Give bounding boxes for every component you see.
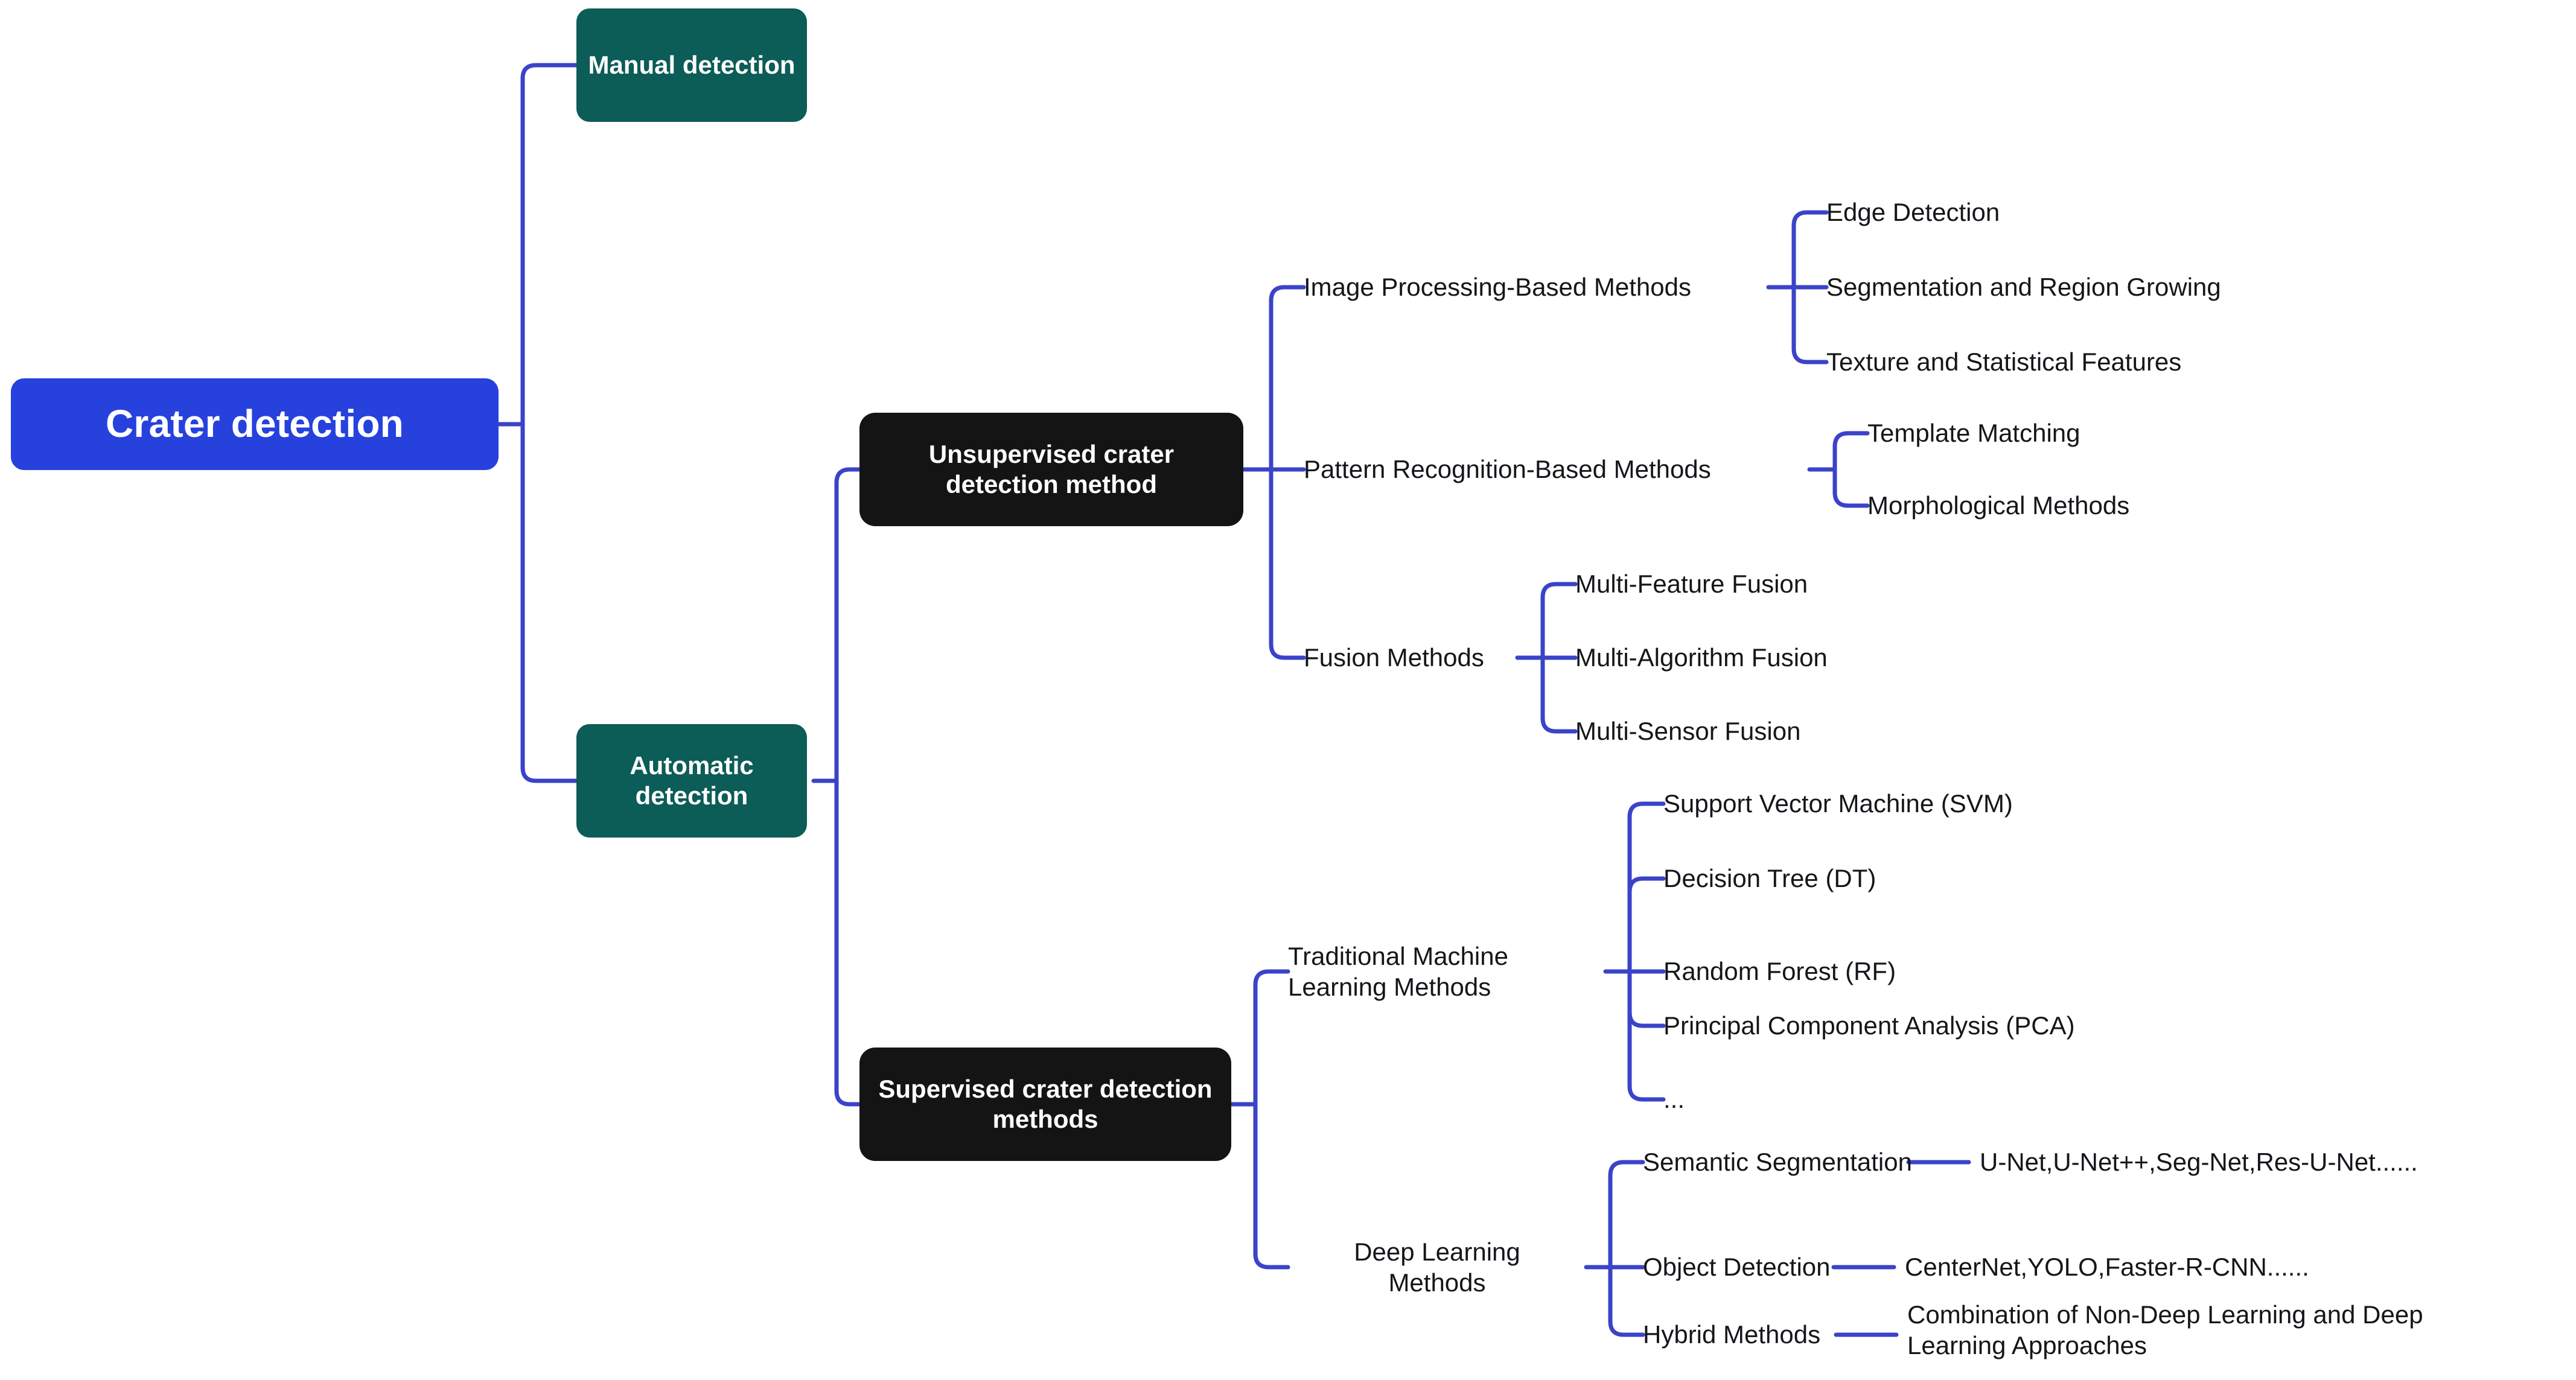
- node-supervised-label: Supervised crater detection methods: [878, 1075, 1213, 1133]
- node-object-detection-models[interactable]: CenterNet,YOLO,Faster-R-CNN......: [1905, 1245, 2484, 1289]
- node-template-matching-label: Template Matching: [1867, 419, 2080, 448]
- node-object-detection-label: Object Detection: [1643, 1253, 1831, 1282]
- node-texture-and-statistical-features[interactable]: Texture and Statistical Features: [1826, 340, 2333, 384]
- node-object-detection-models-label: CenterNet,YOLO,Faster-R-CNN......: [1905, 1253, 2309, 1282]
- node-image-processing-label: Image Processing-Based Methods: [1304, 273, 1691, 302]
- link-unsup-fusion: [1269, 467, 1306, 660]
- node-texture-statistical-label: Texture and Statistical Features: [1826, 348, 2182, 377]
- node-random-forest[interactable]: Random Forest (RF): [1663, 950, 1965, 993]
- node-fusion-methods-label: Fusion Methods: [1304, 643, 1484, 672]
- link-fusion-sensor: [1540, 655, 1578, 734]
- node-hybrid-methods[interactable]: Hybrid Methods: [1643, 1313, 1896, 1356]
- link-tradml-ellipsis: [1627, 969, 1666, 1102]
- link-fusion-feature: [1540, 582, 1578, 660]
- link-sup-deep: [1253, 1102, 1290, 1270]
- node-hybrid-methods-description-label: Combination of Non-Deep Learning and Dee…: [1907, 1300, 2423, 1359]
- node-morphological-methods[interactable]: Morphological Methods: [1867, 484, 2242, 527]
- root-node-crater-detection[interactable]: Crater detection: [11, 378, 499, 470]
- link-automatic-supervised: [834, 778, 879, 1107]
- node-edge-detection[interactable]: Edge Detection: [1826, 191, 2164, 234]
- node-traditional-machine-learning-methods[interactable]: Traditional Machine Learning Methods: [1288, 916, 1614, 1027]
- node-manual-detection-label: Manual detection: [588, 51, 795, 80]
- link-deep-semantic: [1608, 1160, 1645, 1270]
- link-imageproc-texture: [1791, 285, 1829, 364]
- link-unsup-imageproc: [1269, 285, 1306, 472]
- link-tradml-dt: [1627, 876, 1666, 974]
- node-semantic-segmentation[interactable]: Semantic Segmentation: [1643, 1140, 2005, 1184]
- node-hybrid-methods-label: Hybrid Methods: [1643, 1320, 1821, 1349]
- node-pattern-recognition-based-methods[interactable]: Pattern Recognition-Based Methods: [1304, 448, 1823, 491]
- node-traditional-ml-label: Traditional Machine Learning Methods: [1288, 941, 1508, 1001]
- link-pattern-morph: [1832, 467, 1870, 508]
- node-more-ellipsis-label: ...: [1663, 1085, 1685, 1114]
- node-image-processing-based-methods[interactable]: Image Processing-Based Methods: [1304, 266, 1781, 309]
- node-multi-sensor-fusion-label: Multi-Sensor Fusion: [1575, 717, 1801, 746]
- link-automatic-unsupervised: [834, 467, 879, 783]
- node-segmentation-label: Segmentation and Region Growing: [1826, 273, 2221, 302]
- node-semantic-segmentation-label: Semantic Segmentation: [1643, 1148, 1912, 1177]
- node-multi-algorithm-fusion[interactable]: Multi-Algorithm Fusion: [1575, 636, 1962, 679]
- node-semantic-segmentation-models[interactable]: U-Net,U-Net++,Seg-Net,Res-U-Net......: [1980, 1140, 2576, 1184]
- link-tradml-pca: [1627, 969, 1666, 1028]
- node-random-forest-label: Random Forest (RF): [1663, 957, 1896, 986]
- node-decision-tree-label: Decision Tree (DT): [1663, 864, 1876, 893]
- node-multi-algorithm-fusion-label: Multi-Algorithm Fusion: [1575, 643, 1828, 672]
- link-deep-hybrid: [1608, 1265, 1645, 1337]
- node-decision-tree[interactable]: Decision Tree (DT): [1663, 857, 1965, 900]
- node-segmentation-and-region-growing[interactable]: Segmentation and Region Growing: [1826, 266, 2345, 309]
- node-fusion-methods[interactable]: Fusion Methods: [1304, 636, 1545, 679]
- node-unsupervised-crater-detection-method[interactable]: Unsupervised crater detection method: [859, 413, 1243, 526]
- node-principal-component-analysis[interactable]: Principal Component Analysis (PCA): [1663, 1004, 2182, 1048]
- node-automatic-detection[interactable]: Automatic detection: [576, 724, 807, 838]
- node-supervised-crater-detection-methods[interactable]: Supervised crater detection methods: [859, 1048, 1231, 1161]
- node-unsupervised-label: Unsupervised crater detection method: [928, 440, 1175, 498]
- node-deep-learning-label: Deep Learning Methods: [1354, 1237, 1520, 1297]
- link-sup-traditional: [1253, 969, 1290, 1107]
- node-multi-sensor-fusion[interactable]: Multi-Sensor Fusion: [1575, 710, 1937, 753]
- node-semantic-segmentation-models-label: U-Net,U-Net++,Seg-Net,Res-U-Net......: [1980, 1148, 2418, 1177]
- node-multi-feature-fusion[interactable]: Multi-Feature Fusion: [1575, 562, 1937, 606]
- node-hybrid-methods-description[interactable]: Combination of Non-Deep Learning and Dee…: [1907, 1282, 2571, 1378]
- node-object-detection[interactable]: Object Detection: [1643, 1245, 1921, 1289]
- node-template-matching[interactable]: Template Matching: [1867, 412, 2205, 455]
- link-root-automatic: [520, 422, 579, 783]
- link-tradml-svm: [1627, 801, 1666, 974]
- link-root-manual: [520, 63, 579, 427]
- node-svm-label: Support Vector Machine (SVM): [1663, 789, 2013, 818]
- node-automatic-detection-label: Automatic detection: [630, 751, 754, 810]
- link-imageproc-edge: [1791, 210, 1829, 290]
- node-more-ellipsis[interactable]: ...: [1663, 1078, 1784, 1121]
- node-edge-detection-label: Edge Detection: [1826, 198, 2000, 227]
- node-pattern-recognition-label: Pattern Recognition-Based Methods: [1304, 455, 1711, 484]
- node-multi-feature-fusion-label: Multi-Feature Fusion: [1575, 570, 1808, 599]
- link-pattern-template: [1832, 431, 1870, 472]
- node-morphological-methods-label: Morphological Methods: [1867, 491, 2130, 520]
- node-manual-detection[interactable]: Manual detection: [576, 8, 807, 122]
- root-node-label: Crater detection: [106, 402, 404, 446]
- node-support-vector-machine[interactable]: Support Vector Machine (SVM): [1663, 782, 2122, 825]
- node-deep-learning-methods[interactable]: Deep Learning Methods: [1288, 1212, 1586, 1323]
- node-pca-label: Principal Component Analysis (PCA): [1663, 1011, 2075, 1040]
